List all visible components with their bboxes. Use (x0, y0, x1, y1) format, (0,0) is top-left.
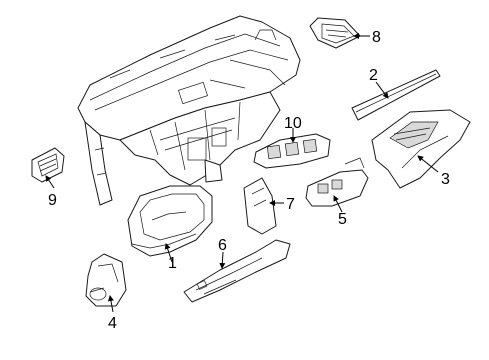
leader-6 (219, 251, 226, 269)
leader-4 (107, 295, 114, 313)
part-10-center-vent (253, 133, 331, 169)
callout-2: 2 (369, 67, 378, 84)
callout-4: 4 (108, 315, 117, 332)
callout-1: 1 (168, 255, 177, 272)
callout-6: 6 (218, 237, 227, 254)
leader-2 (375, 81, 389, 99)
callout-8: 8 (372, 29, 381, 46)
part-6-lower-panel (183, 239, 291, 303)
part-1-cluster-lid (127, 185, 213, 257)
leader-3 (417, 155, 439, 173)
leader-lines (45, 33, 439, 313)
part-8-vent (309, 17, 361, 49)
callout-9: 9 (48, 192, 57, 209)
instrument-panel-frame (77, 15, 301, 206)
leader-1 (164, 243, 173, 263)
callout-10: 10 (284, 115, 302, 132)
part-5-switch-panel (305, 157, 369, 207)
leader-5 (333, 195, 343, 213)
part-9-side-vent (31, 147, 65, 183)
part-7-cover (243, 177, 277, 235)
part-3-glove-box (371, 109, 471, 189)
callout-7: 7 (286, 196, 295, 213)
callout-5: 5 (338, 211, 347, 228)
leader-9 (45, 175, 55, 189)
callout-3: 3 (441, 171, 450, 188)
part-4-knee-bracket (85, 253, 127, 307)
callout-labels: 1 2 3 4 5 6 7 8 9 10 (48, 29, 450, 332)
part-2-trim-strip (351, 69, 441, 121)
